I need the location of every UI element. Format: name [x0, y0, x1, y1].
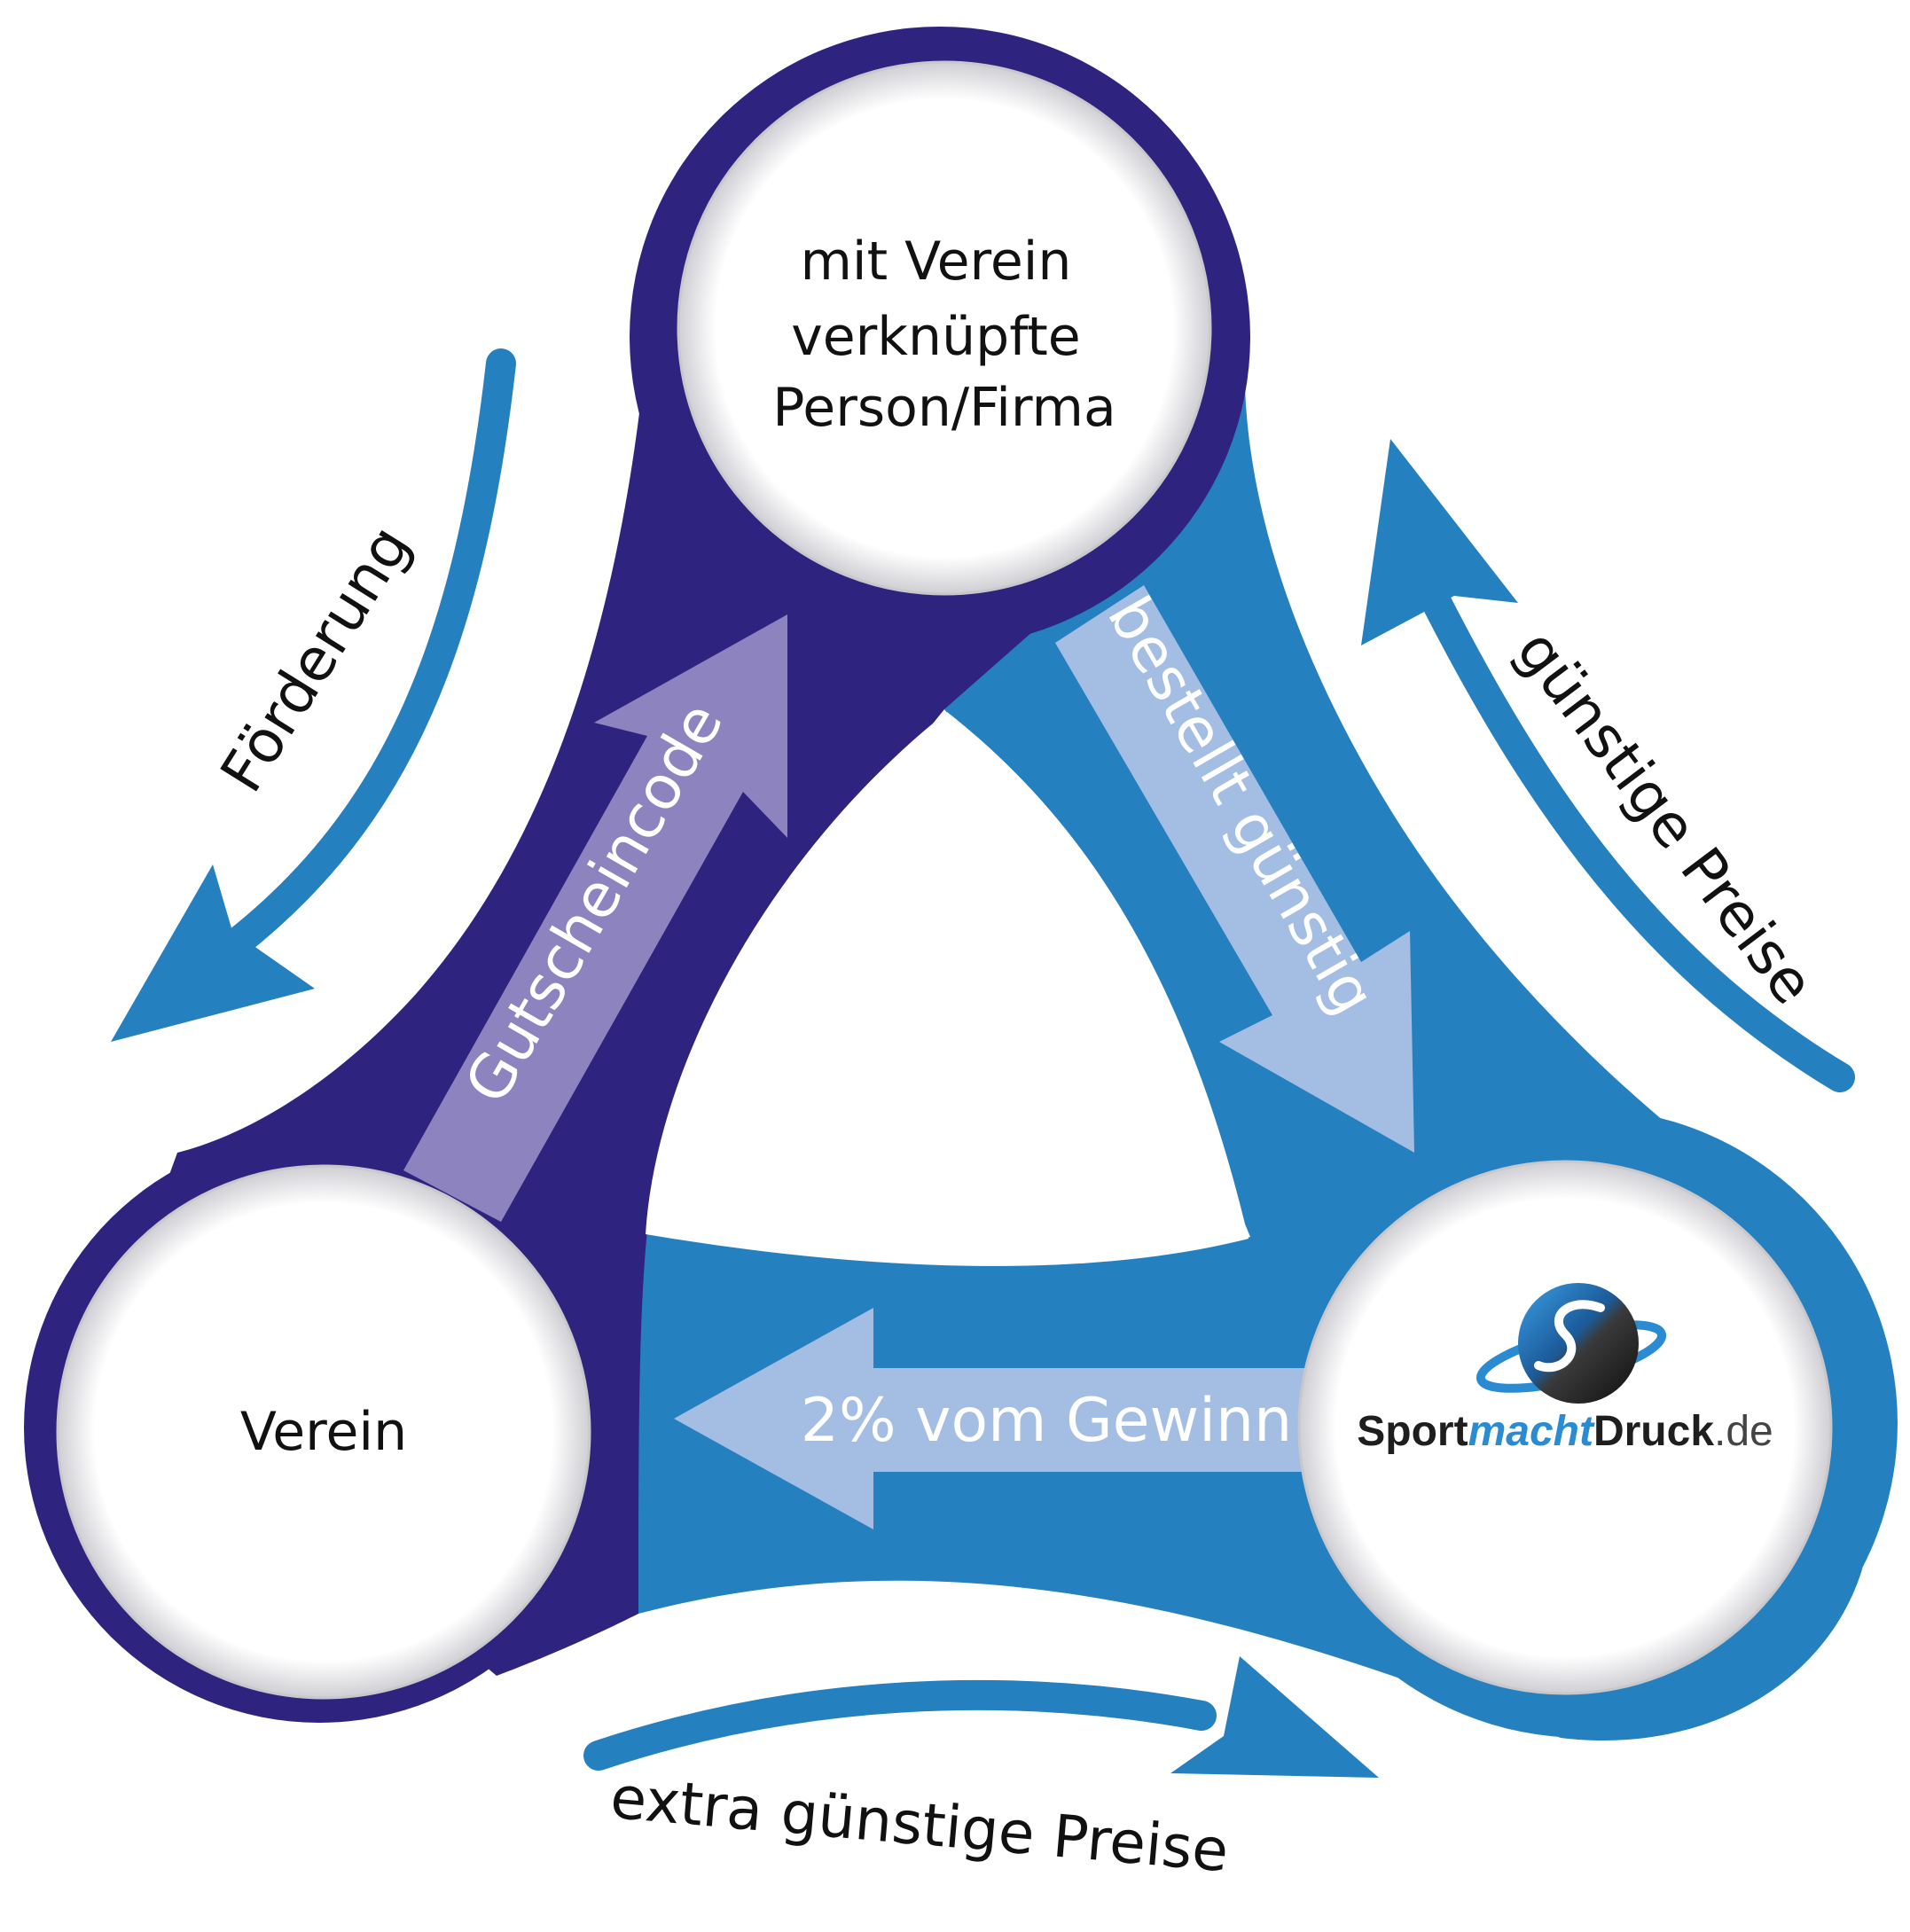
top-ring-right-band	[944, 332, 1738, 1330]
foerderung-arrow-curve	[220, 348, 516, 959]
logo-s-mark	[1534, 1300, 1605, 1373]
extra-arrow-curve	[583, 1679, 1217, 1771]
extra-arrow-head	[1170, 1656, 1379, 1778]
extra-label: extra günstige Preise	[608, 1764, 1232, 1886]
guenstige-preise-arrow-head	[1361, 439, 1518, 645]
guenstige-preise-arrow-curve	[1408, 561, 1855, 1092]
gewinn-arrow	[674, 1308, 1312, 1529]
right-node	[1297, 1160, 1833, 1695]
logo-sphere	[1518, 1283, 1639, 1404]
left-node-label: Verein	[240, 1401, 407, 1463]
left-node	[56, 1164, 591, 1700]
logo-wordmark: SportmachtDruck.de	[1357, 1408, 1773, 1455]
sportmachtdruck-logo: SportmachtDruck.de	[1357, 1283, 1773, 1455]
gutscheincode-arrow	[403, 614, 787, 1222]
inner-triangle	[646, 712, 1249, 1266]
top-node	[677, 60, 1212, 596]
foerderung-arrow-head	[111, 864, 315, 1042]
bestellt-arrow	[1055, 585, 1414, 1153]
top-node-label: mit Verein verknüpfte Person/Firma	[772, 231, 1115, 439]
gewinn-label: 2% vom Gewinn	[801, 1386, 1292, 1456]
